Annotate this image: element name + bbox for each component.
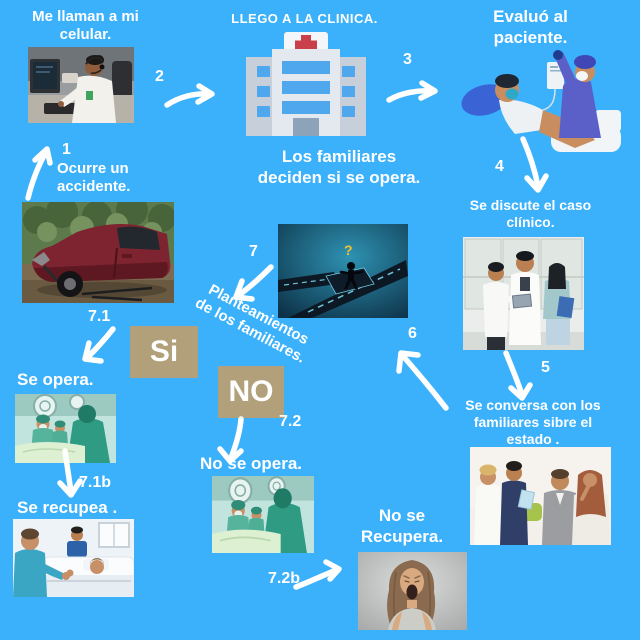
photo-surgery-operate	[15, 394, 116, 463]
no-box-label: NO	[228, 375, 274, 408]
family-conversation-scene	[470, 447, 611, 545]
illustration-patient-evaluation	[455, 48, 627, 156]
step-number-7-2: 7.2	[279, 413, 302, 430]
crossroads-scene	[278, 224, 408, 318]
title-accident: Ocurre un accidente.	[57, 160, 131, 196]
step-number-2: 2	[155, 68, 164, 85]
title-call: Me llaman a mi celular.	[32, 8, 139, 44]
arrow-6	[396, 350, 449, 411]
step-number-7-2b: 7.2b	[268, 570, 301, 587]
car-accident-scene	[22, 202, 174, 303]
photo-crossroads: ?	[278, 224, 408, 318]
arrow-3	[386, 80, 438, 103]
recovery-scene	[13, 519, 134, 597]
step-number-3: 3	[403, 51, 412, 68]
arrow-7	[233, 264, 274, 302]
photo-screaming-woman	[358, 552, 467, 630]
arrow-7-2b	[293, 559, 342, 590]
title-discuss: Se discute el caso clínico.	[469, 197, 592, 231]
surgery-scene	[15, 394, 116, 463]
title-no-operate: No se opera.	[200, 454, 303, 473]
photo-car-accident	[22, 202, 174, 303]
arrow-7-1	[82, 326, 116, 364]
photo-surgery-no-operate	[212, 476, 314, 553]
patient-evaluation-scene	[461, 50, 621, 152]
step-number-7: 7	[249, 243, 258, 260]
crossroads-question-mark: ?	[344, 242, 353, 258]
hospital-building	[246, 32, 366, 136]
title-talk: Se conversa con los familiares sibre el …	[465, 397, 601, 448]
surgery-scene-2	[212, 476, 314, 553]
title-recover: Se recupea .	[17, 498, 118, 517]
title-operate: Se opera.	[17, 370, 94, 389]
photo-case-discussion	[463, 237, 584, 350]
screaming-woman-scene	[358, 552, 467, 630]
step-number-6: 6	[408, 325, 417, 342]
yes-box-label: Si	[149, 335, 179, 368]
step-number-4: 4	[495, 158, 504, 175]
arrow-1	[25, 146, 53, 201]
arrow-5	[503, 350, 533, 401]
step-number-1: 1	[62, 141, 71, 158]
yes-box: Si	[130, 326, 198, 378]
photo-recovery	[13, 519, 134, 597]
photo-family-conversation	[470, 447, 611, 545]
title-clinic: LLEGO A LA CLINICA.	[231, 11, 378, 26]
title-decide: Los familiares deciden si se opera.	[257, 147, 421, 187]
title-evaluate: Evaluó al paciente.	[493, 7, 568, 47]
photo-call-center	[28, 47, 134, 123]
no-box: NO	[218, 366, 284, 418]
arrow-2	[164, 83, 215, 108]
hospital-icon	[246, 32, 366, 136]
step-number-7-1b: 7.1b	[79, 474, 112, 491]
title-no-recover: No se Recupera.	[360, 506, 444, 546]
step-number-7-1: 7.1	[88, 308, 111, 325]
call-center-scene	[28, 47, 134, 123]
case-discussion-scene	[463, 237, 584, 350]
step-number-5: 5	[541, 359, 550, 376]
